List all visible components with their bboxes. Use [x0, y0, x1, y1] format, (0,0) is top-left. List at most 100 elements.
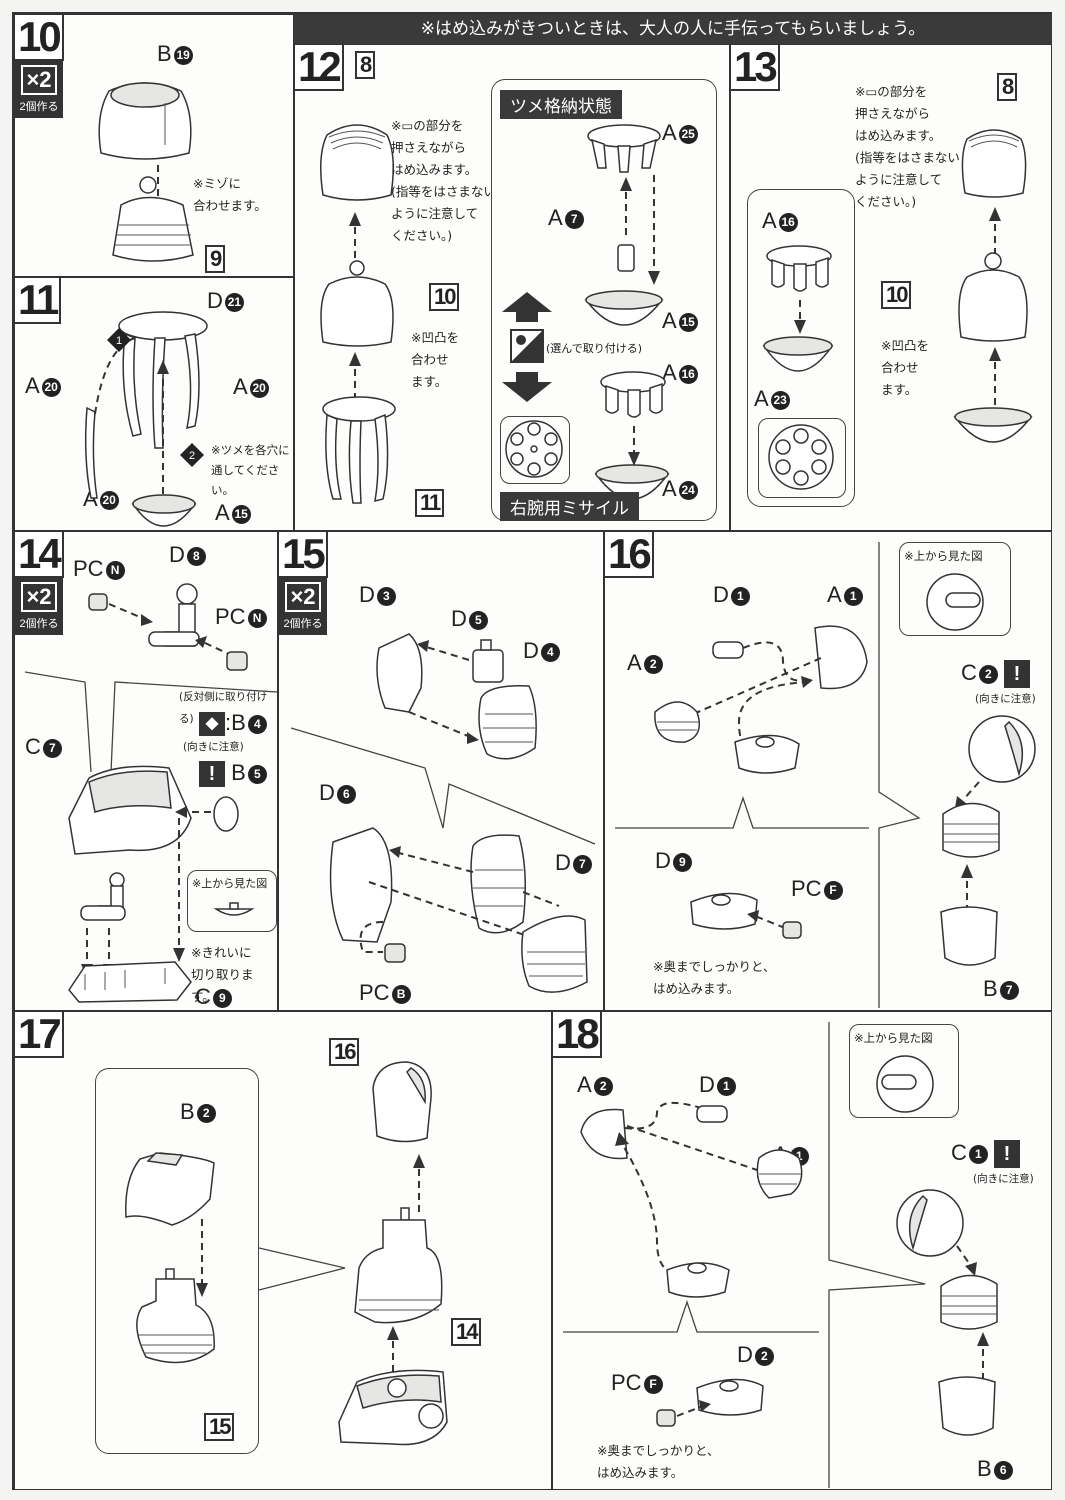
part-c9-illustration: [68, 961, 192, 1003]
cut-cleanly-note: ※きれいに切り取ります。: [191, 945, 254, 1004]
step-number: 18: [553, 1012, 602, 1058]
make-two-badge: ×2 2個作る: [279, 578, 327, 635]
push-note: ※奥までしっかりと、はめ込みます。: [597, 1443, 720, 1480]
part-11-illustration: [322, 396, 396, 504]
b7-arrow: [961, 864, 973, 912]
b6-arrow: [977, 1332, 989, 1380]
assembly-arrow-up-2: [387, 1326, 399, 1384]
zoom-callout-lines: [258, 1247, 346, 1291]
make-two-badge: ×2 2個作る: [15, 61, 63, 118]
opposite-side-note: (反対側に取り付ける): [179, 691, 268, 725]
panel-divider: [878, 542, 921, 1008]
ref-step-8: 8: [355, 51, 376, 79]
b2-arrow: [196, 1219, 208, 1297]
step-11-panel: 11 D21 A20 A20 A20 A15 1 2 ※ツメを各穴に通してくださ…: [14, 277, 294, 531]
push-note: ※奥までしっかりと、はめ込みます。: [653, 959, 776, 996]
top-view-label: ※上から見た図: [904, 549, 983, 563]
ref-step-8: 8: [997, 73, 1018, 101]
step-number: 13: [731, 45, 780, 91]
panel-divider: [828, 1022, 926, 1488]
step-12-panel: 12 8 ※▭の部分を押さえながらはめ込みます。(指等をはさまないように注意して…: [294, 44, 730, 531]
order-marker-2: 2: [180, 443, 204, 467]
ref-step-15: 15: [204, 1413, 235, 1441]
orientation-note: (向きに注意): [975, 693, 1036, 705]
top-view-inset: [758, 418, 846, 498]
part-a25-illustration: [587, 124, 661, 173]
part-b19-illustration: [98, 82, 192, 160]
zoom-callout-lines: [24, 671, 278, 773]
part-15-illustration: [136, 1268, 215, 1364]
groove-note: ※ミゾに合わせます。: [193, 176, 267, 213]
order-marker-1: 1: [107, 328, 131, 352]
top-view-inset: ※上から見た図: [187, 870, 277, 932]
caution-icon: !: [199, 761, 225, 788]
part-c7-illustration: [68, 765, 192, 855]
align-note: ※凹凸を合わせます。: [881, 338, 929, 397]
orientation-note: (向きに注意): [973, 1173, 1034, 1185]
part-b5-illustration: [213, 796, 239, 832]
part-a15-illustration: [584, 290, 664, 326]
claw-assembly-illustration: [84, 311, 208, 527]
base-top-view-icon: [768, 424, 834, 490]
step-number: 17: [15, 1012, 64, 1058]
part-13-base-illustration: [953, 407, 1033, 443]
svg-text:1: 1: [116, 335, 122, 347]
step-number: 12: [295, 45, 344, 91]
safety-banner: ※はめ込みがきついときは、大人の人に手伝ってもらいましょう。: [294, 14, 1052, 44]
assembly-arrow-up-2: [349, 352, 361, 400]
step-number: 14: [15, 532, 64, 578]
zoom-callout-lines: [290, 727, 596, 845]
make-two-label: 2個作る: [19, 618, 59, 630]
top-view-label: ※上から見た図: [854, 1031, 933, 1045]
flip-icon: ◆: [199, 712, 225, 737]
top-view-inset: ※上から見た図: [899, 542, 1011, 636]
arm-assembly-illustration: [354, 1207, 443, 1324]
make-two-label: 2個作る: [283, 618, 323, 630]
ref-step-10: 10: [429, 283, 460, 311]
step-number: 15: [279, 532, 328, 578]
missile-arrow: [628, 426, 640, 466]
inset-arrow: [794, 300, 806, 334]
d2-assembly-illustration: [656, 1378, 764, 1427]
missile-top-view-icon: [505, 420, 563, 478]
part-a16-illustration: [600, 371, 666, 418]
claw-stored-title: ツメ格納状態: [500, 90, 622, 119]
part-b7-illustration: [940, 906, 998, 966]
step-number: 16: [605, 532, 654, 578]
zoom-callout-lines: [615, 795, 869, 829]
assembly-arrow-up-2: [989, 347, 1001, 405]
part-10-illustration: [958, 252, 1028, 342]
part-a7-illustration: [617, 175, 660, 285]
times-two-label: ×2: [21, 582, 57, 612]
